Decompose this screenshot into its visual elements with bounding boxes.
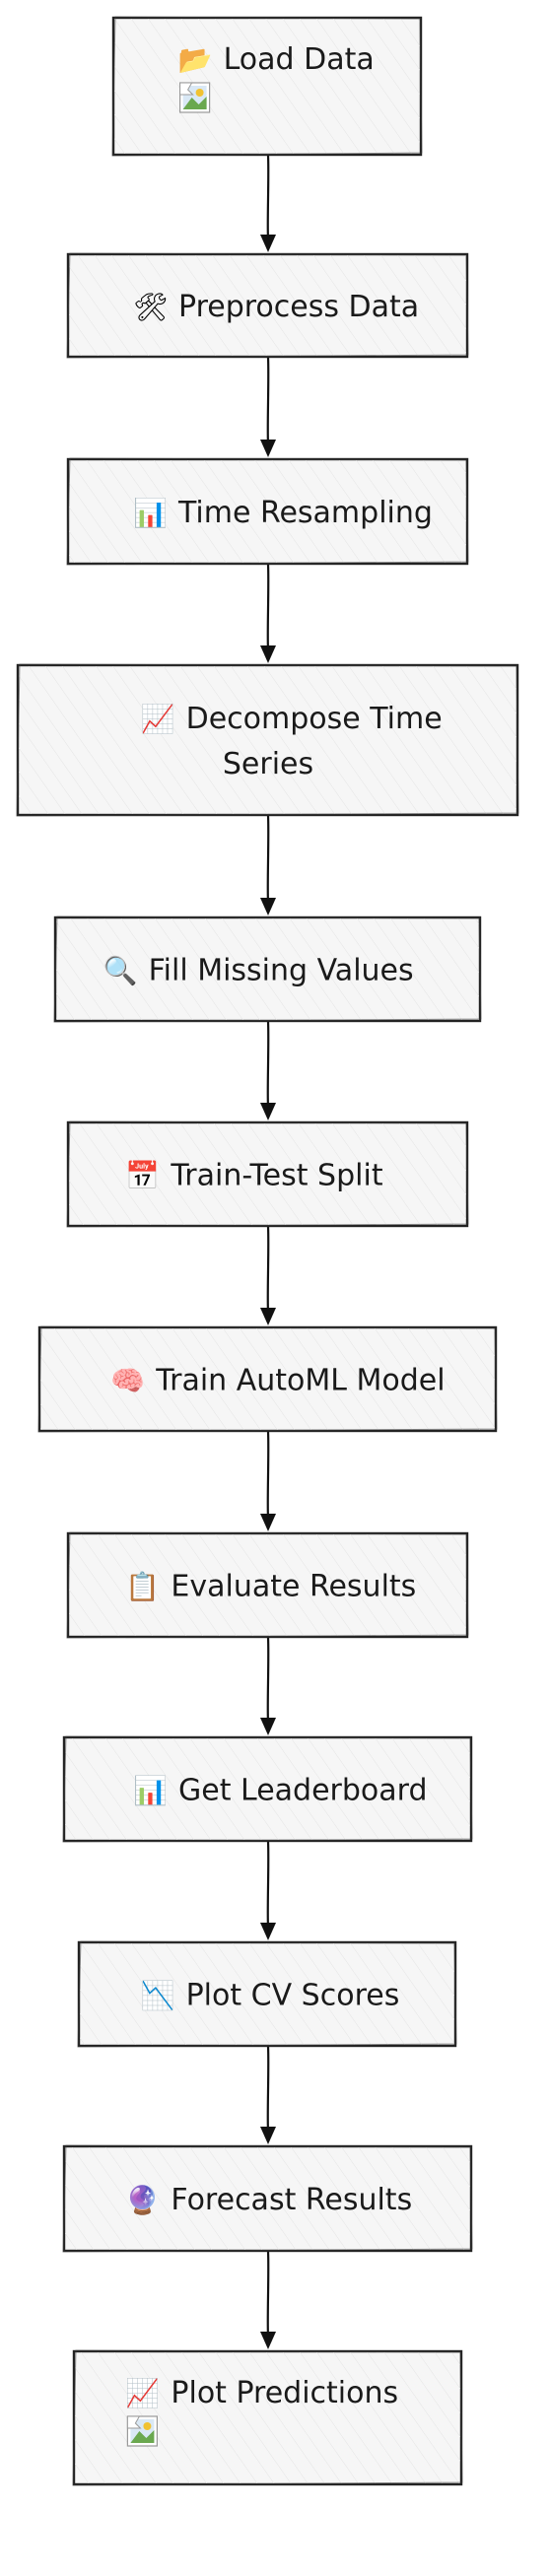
node-label: Fill Missing Values	[149, 954, 414, 988]
chart-increasing-icon: 📈	[125, 2377, 160, 2409]
edges-layer	[260, 155, 276, 2349]
edge-line	[266, 357, 270, 444]
node-sketch-outline	[72, 2349, 463, 2486]
magnifier-icon: 🔍	[103, 953, 138, 987]
arrowhead	[260, 645, 276, 663]
arrowhead	[260, 1514, 276, 1531]
node-hatch	[69, 460, 466, 563]
node-label: Evaluate Results	[171, 1570, 416, 1604]
edge-arrow	[260, 357, 276, 457]
node-label: Train-Test Split	[170, 1159, 382, 1193]
node-sketch-outline	[62, 2144, 473, 2253]
node-label: Preprocess Data	[178, 290, 419, 324]
brain-icon: 🧠	[110, 1365, 145, 1397]
node-cv[interactable]: 📉 Plot CV Scores	[77, 1940, 457, 2048]
edge-arrow	[260, 2046, 276, 2144]
node-hatch	[69, 1534, 466, 1636]
node-fill[interactable]: 🔍 Fill Missing Values	[53, 915, 482, 1023]
node-hatch	[80, 1943, 454, 2045]
node-sketch-outline	[37, 1325, 498, 1433]
node-hatch	[69, 1123, 466, 1225]
node-preprocess[interactable]: 🛠 Preprocess Data	[66, 252, 469, 359]
arrowhead	[260, 898, 276, 915]
edge-arrow	[260, 2251, 276, 2349]
edge-arrow	[260, 1021, 276, 1120]
clipboard-icon: 📋	[125, 1571, 160, 1603]
node-sketch-outline	[77, 1940, 457, 2048]
node-forecast[interactable]: 🔮 Forecast Results	[62, 2144, 473, 2253]
node-load[interactable]: 📂 Load Data	[111, 16, 423, 157]
crystal-ball-icon: 🔮	[125, 2184, 160, 2216]
arrowhead	[260, 1718, 276, 1735]
node-label: Get Leaderboard	[178, 1774, 428, 1808]
folder-icon: 📂	[178, 43, 213, 76]
edge-line	[266, 1637, 270, 1723]
edge-arrow	[260, 1637, 276, 1735]
nodes-layer: 📂 Load Data 🛠 Preprocess Data 📊 Time Resampli…	[16, 16, 519, 2486]
edge-line	[266, 155, 270, 239]
node-hatch	[40, 1328, 495, 1430]
arrowhead	[260, 1103, 276, 1120]
edge-line	[266, 1841, 270, 1928]
node-sketch-outline	[111, 16, 423, 157]
node-train[interactable]: 🧠 Train AutoML Model	[37, 1325, 498, 1433]
arrowhead	[260, 2127, 276, 2144]
edge-arrow	[260, 815, 276, 915]
node-label: Train AutoML Model	[155, 1364, 445, 1398]
broken-image-icon	[179, 82, 211, 113]
node-hatch	[114, 19, 420, 154]
calendar-icon: 📅	[125, 1160, 160, 1192]
edge-arrow	[260, 1841, 276, 1940]
node-sketch-outline	[53, 915, 482, 1023]
node-predict[interactable]: 📈 Plot Predictions	[72, 2349, 463, 2486]
bar-chart-icon: 📊	[133, 1775, 168, 1807]
node-hatch	[65, 2147, 470, 2250]
node-label: Load Data	[224, 42, 375, 77]
arrowhead	[260, 235, 276, 252]
edge-arrow	[260, 1226, 276, 1325]
node-label: Forecast Results	[171, 2183, 412, 2217]
arrowhead	[260, 440, 276, 457]
edge-arrow	[260, 155, 276, 252]
node-label: Time Resampling	[177, 496, 433, 530]
node-label: Series	[223, 747, 313, 781]
bar-chart-icon: 📊	[133, 497, 168, 529]
node-sketch-outline	[16, 663, 519, 817]
edge-arrow	[260, 564, 276, 663]
arrowhead	[260, 1308, 276, 1325]
node-hatch	[19, 666, 516, 814]
arrowhead	[260, 1923, 276, 1940]
node-hatch	[56, 918, 479, 1020]
edge-line	[266, 2046, 270, 2132]
node-resample[interactable]: 📊 Time Resampling	[66, 457, 469, 566]
node-sketch-outline	[66, 457, 469, 566]
edge-line	[266, 1431, 270, 1519]
edge-line	[266, 564, 270, 650]
edge-line	[266, 2251, 270, 2337]
node-label: Decompose Time	[186, 702, 443, 736]
node-sketch-outline	[66, 252, 469, 359]
node-hatch	[69, 255, 466, 356]
node-sketch-outline	[66, 1120, 469, 1228]
edge-line	[266, 815, 270, 903]
node-evaluate[interactable]: 📋 Evaluate Results	[66, 1531, 469, 1639]
node-sketch-outline	[66, 1531, 469, 1639]
node-sketch-outline	[62, 1735, 473, 1843]
edge-line	[266, 1226, 270, 1313]
node-split[interactable]: 📅 Train-Test Split	[66, 1120, 469, 1228]
node-leaderboard[interactable]: 📊 Get Leaderboard	[62, 1735, 473, 1843]
node-label: Plot CV Scores	[186, 1979, 400, 2013]
chart-decreasing-icon: 📉	[141, 1980, 175, 2012]
node-label: Plot Predictions	[171, 2376, 398, 2410]
broken-image-icon	[126, 2415, 158, 2447]
node-hatch	[65, 1738, 470, 1840]
hammer-wrench-icon: 🛠	[133, 291, 169, 323]
edge-line	[266, 1021, 270, 1108]
chart-increasing-icon: 📈	[141, 703, 175, 735]
arrowhead	[260, 2332, 276, 2349]
edge-arrow	[260, 1431, 276, 1531]
